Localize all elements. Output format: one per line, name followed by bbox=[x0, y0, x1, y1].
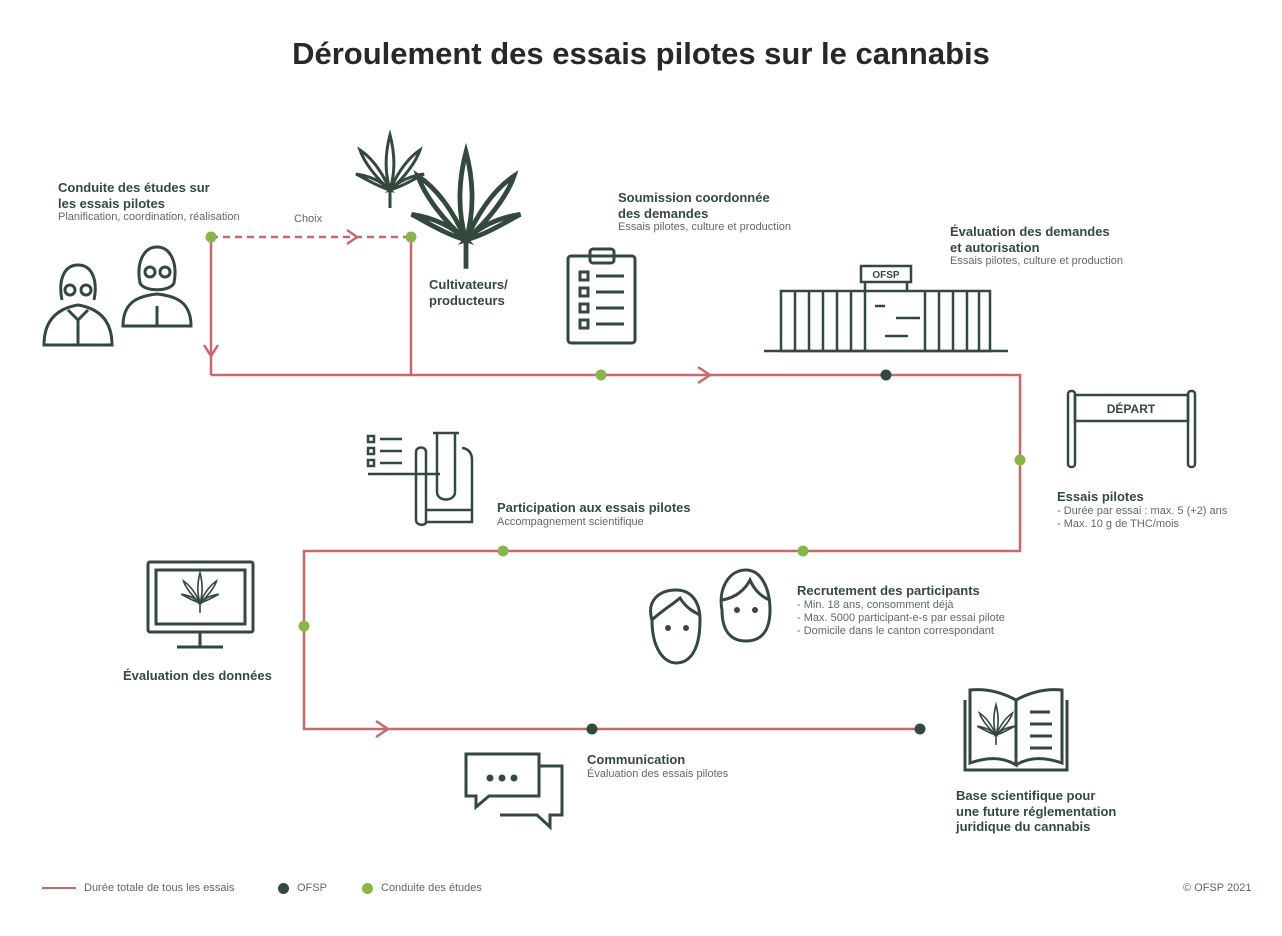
copyright: © OFSP 2021 bbox=[1183, 882, 1252, 894]
start-sign-icon bbox=[1066, 389, 1197, 469]
cannabis-leaf-icon bbox=[354, 133, 426, 210]
step-subtitle: Essais pilotes, culture et production bbox=[950, 255, 1124, 268]
step-title: Essais pilotes bbox=[1057, 489, 1144, 504]
step-subtitle: Essais pilotes, culture et production bbox=[618, 221, 792, 234]
step-title: juridique du cannabis bbox=[956, 819, 1091, 835]
flow-line bbox=[202, 228, 1022, 739]
participants-icon bbox=[649, 568, 772, 665]
choice-label: Choix bbox=[294, 213, 323, 225]
legend-label: Conduite des études bbox=[381, 882, 482, 894]
step-evaluation-donnees: Évaluation des données bbox=[123, 668, 272, 683]
step-title: Soumission coordonnée bbox=[618, 190, 770, 205]
step-title: des demandes bbox=[618, 205, 709, 221]
legend-ofsp: OFSP bbox=[278, 882, 327, 894]
monitor-icon bbox=[146, 560, 255, 649]
start-sign-label: DÉPART bbox=[1107, 401, 1156, 416]
lab-report-icon bbox=[366, 431, 474, 526]
step-communication: Communication Évaluation des essais pilo… bbox=[587, 752, 728, 781]
step-title: Conduite des études sur bbox=[58, 180, 210, 195]
step-detail: - Durée par essai : max. 5 (+2) ans bbox=[1057, 504, 1228, 517]
studies-dot-swatch bbox=[362, 882, 373, 894]
step-subtitle: Évaluation des essais pilotes bbox=[587, 767, 729, 780]
cannabis-leaf-icon bbox=[180, 571, 220, 614]
ofsp-dot-swatch bbox=[278, 882, 289, 894]
page-title: Déroulement des essais pilotes sur le ca… bbox=[292, 36, 990, 71]
step-subtitle: Accompagnement scientifique bbox=[497, 515, 644, 528]
step-title: les essais pilotes bbox=[58, 195, 165, 211]
step-recrutement: Recrutement des participants - Min. 18 a… bbox=[797, 583, 1005, 638]
building-label: OFSP bbox=[872, 270, 900, 281]
chat-icon bbox=[464, 752, 564, 831]
study-dots bbox=[205, 231, 1026, 632]
step-soumission: Soumission coordonnée des demandes Essai… bbox=[618, 190, 791, 234]
legend-line: Durée totale de tous les essais bbox=[42, 882, 234, 894]
cannabis-leaf-icon bbox=[976, 703, 1016, 746]
step-title: Participation aux essais pilotes bbox=[497, 500, 691, 515]
legend-label: Durée totale de tous les essais bbox=[84, 882, 235, 894]
step-title: Communication bbox=[587, 752, 686, 767]
clipboard-icon bbox=[566, 247, 637, 345]
legend-studies: Conduite des études bbox=[362, 882, 482, 894]
step-title: producteurs bbox=[429, 292, 505, 308]
step-base: Base scientifique pour une future réglem… bbox=[956, 788, 1116, 835]
step-evaluation-demandes: Évaluation des demandes et autorisation … bbox=[950, 224, 1123, 268]
step-detail: - Domicile dans le canton correspondant bbox=[797, 624, 994, 637]
step-title: Évaluation des demandes bbox=[950, 224, 1110, 239]
step-subtitle: Planification, coordination, réalisation bbox=[58, 211, 240, 224]
step-title: Cultivateurs/ bbox=[429, 277, 508, 292]
line-swatch bbox=[42, 886, 76, 890]
step-participation: Participation aux essais pilotes Accompa… bbox=[497, 500, 691, 529]
step-cultivateurs: Cultivateurs/ producteurs bbox=[429, 277, 508, 308]
step-conduite: Conduite des études sur les essais pilot… bbox=[58, 180, 240, 224]
step-detail: - Min. 18 ans, consomment déjà bbox=[797, 598, 954, 611]
book-icon bbox=[963, 688, 1069, 772]
cannabis-leaf-icon bbox=[412, 152, 521, 269]
step-essais: Essais pilotes - Durée par essai : max. … bbox=[1057, 489, 1227, 531]
step-title: Recrutement des participants bbox=[797, 583, 980, 598]
researchers-icon bbox=[42, 245, 193, 347]
step-detail: - Max. 10 g de THC/mois bbox=[1057, 517, 1180, 530]
step-title: une future réglementation bbox=[956, 803, 1117, 819]
step-detail: - Max. 5000 participant-e-s par essai pi… bbox=[797, 611, 1005, 624]
step-title: Base scientifique pour bbox=[956, 788, 1096, 803]
step-title: et autorisation bbox=[950, 239, 1040, 255]
ofsp-dots bbox=[586, 369, 926, 735]
ofsp-building-icon bbox=[764, 264, 1008, 353]
legend-label: OFSP bbox=[297, 882, 327, 894]
